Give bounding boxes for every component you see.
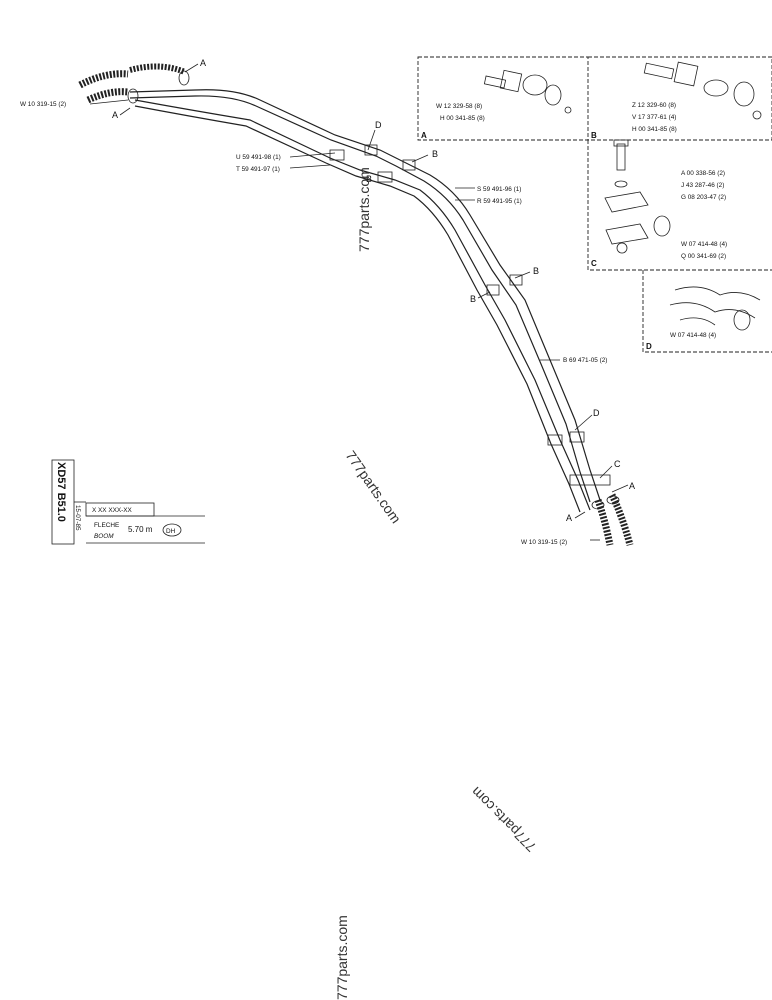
letter-a-1: A [200, 58, 206, 68]
letter-b-1: B [432, 149, 438, 159]
watermark-1: 777parts.com [356, 167, 372, 252]
watermark-2: 777parts.com [343, 448, 405, 527]
callout-union-u: U 59 491-98 (1) [236, 154, 281, 161]
detail-b-part-3: H 00 341-85 (8) [632, 126, 677, 133]
drawing-code: XD57 B51.0 [55, 462, 67, 522]
letter-d-2: D [593, 408, 600, 418]
callout-tube-s: S 59 491-96 (1) [477, 186, 521, 193]
title-block: XD57 B51.0 15-07-85 X XX XXX-XX FLECHE B… [51, 459, 205, 545]
callout-tube-r: R 59 491-95 (1) [477, 198, 522, 205]
drawing-date: 15-07-85 [74, 505, 81, 531]
watermarks: 777parts.com 777parts.com 777parts.com 7… [334, 167, 539, 1000]
watermark-3: 777parts.com [468, 784, 539, 855]
detail-c-part-2: J 43 287-46 (2) [681, 182, 724, 189]
detail-a-part-1: W 12 329-58 (8) [436, 103, 482, 110]
detail-b-label: B [591, 131, 597, 140]
detail-c-part-4: W 07 414-48 (4) [681, 241, 727, 248]
watermark-4: 777parts.com [334, 915, 350, 1000]
letter-a-2: A [112, 110, 118, 120]
callout-tube-b: B 69 471-05 (2) [563, 357, 607, 364]
letter-c-1: C [614, 459, 621, 469]
detail-c-part-1: A 00 338-56 (2) [681, 170, 725, 177]
callout-hose-top: W 10 319-15 (2) [20, 101, 66, 108]
boom-length: 5.70 m [128, 525, 153, 534]
clamps [329, 144, 611, 486]
letter-b-2: B [366, 174, 372, 184]
letter-b-4: B [470, 294, 476, 304]
detail-b-part-2: V 17 377-61 (4) [632, 114, 676, 121]
title-en: BOOM [94, 533, 114, 540]
boom-tube-assembly [129, 89, 601, 513]
letter-a-3: A [629, 481, 635, 491]
callout-tube-t: T 59 491-97 (1) [236, 166, 280, 173]
callout-labels: W 10 319-15 (2) U 59 491-98 (1) T 59 491… [20, 58, 635, 546]
detail-b-part-1: Z 12 329-60 (8) [632, 102, 676, 109]
leaders [89, 63, 629, 541]
letter-a-4: A [566, 513, 572, 523]
hose-bottom [591, 493, 634, 546]
detail-a-box: W 12 329-58 (8) H 00 341-85 (8) A [417, 56, 589, 141]
detail-b-box: Z 12 329-60 (8) V 17 377-61 (4) H 00 341… [588, 56, 772, 141]
detail-a-label: A [421, 131, 427, 140]
letter-b-3: B [533, 266, 539, 276]
drawing-ref: X XX XXX-XX [92, 507, 133, 514]
title-fr: FLECHE [94, 522, 119, 529]
letter-d-1: D [375, 120, 382, 130]
detail-d-part-1: W 07 414-48 (4) [670, 332, 716, 339]
detail-c-part-3: G 08 203-47 (2) [681, 194, 726, 201]
detail-a-part-2: H 00 341-85 (8) [440, 115, 485, 122]
detail-c-part-5: Q 00 341-69 (2) [681, 253, 726, 260]
hose-top [78, 63, 190, 104]
badge-dh: DH [166, 528, 176, 535]
detail-d-box: W 07 414-48 (4) D [642, 270, 772, 353]
detail-d-label: D [646, 342, 652, 351]
detail-c-label: C [591, 259, 597, 268]
callout-hose-bottom: W 10 319-15 (2) [521, 539, 567, 546]
detail-c-box: A 00 338-56 (2) J 43 287-46 (2) G 08 203… [587, 139, 772, 271]
